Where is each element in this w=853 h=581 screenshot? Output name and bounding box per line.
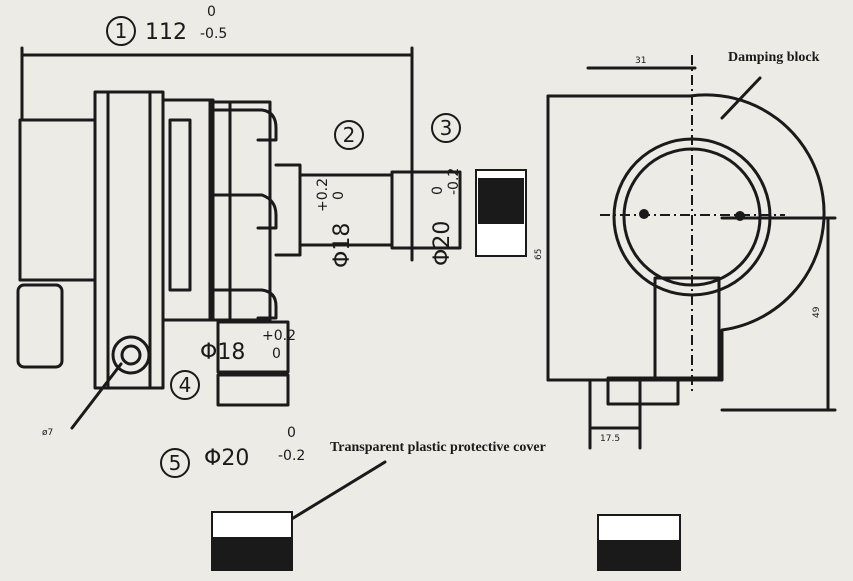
callout-3: 3 [431, 113, 461, 143]
damping-block-label: Damping block [728, 50, 820, 65]
bushing-tol-upper: +0.2 [262, 328, 296, 344]
middle-step [168, 118, 192, 292]
overall-tol-upper: 0 [207, 4, 216, 20]
mount-hole-leader [70, 362, 123, 430]
right-width-dim: 17.5 [600, 434, 621, 444]
mounting-flange [93, 90, 165, 390]
shaft-neck [274, 163, 302, 257]
shaft2-tol-upper: +0.2 [315, 178, 331, 212]
overall-length: 112 [145, 20, 187, 45]
center-dot-left [639, 209, 649, 219]
cover-tol-upper: 0 [287, 425, 296, 441]
right-housing [546, 93, 826, 382]
mount-hole [111, 335, 151, 375]
shaft3-dia: Φ20 [430, 220, 455, 266]
mount-hole-inner [120, 344, 142, 366]
right-top-dim: 31 [635, 56, 647, 66]
shaft-section-3 [390, 170, 462, 250]
right-side-dim: 49 [812, 306, 822, 318]
damping-leader [720, 76, 762, 120]
mount-hole-label: ø7 [42, 428, 54, 438]
cover-leader [288, 460, 387, 522]
cover-dia: Φ20 [204, 446, 250, 471]
gear-teeth-top [208, 108, 278, 142]
bushing-top [216, 320, 290, 374]
cover-sample-left-band [213, 537, 291, 569]
callout-2: 2 [334, 120, 364, 150]
cover-sample-right-band [599, 540, 679, 569]
callout-4: 4 [170, 370, 200, 400]
gear-teeth-mid [208, 193, 278, 230]
shaft2-dia: Φ18 [330, 222, 355, 268]
shaft2-tol-lower: 0 [331, 191, 347, 200]
cover-sample-top-band [478, 178, 524, 224]
base-pad [606, 376, 680, 406]
cover-label: Transparent plastic protective cover [330, 440, 546, 455]
bushing-body [216, 373, 290, 407]
callout-1: 1 [106, 16, 136, 46]
callout-5: 5 [160, 448, 190, 478]
shaft3-tol-upper: 0 [430, 186, 446, 195]
gear-teeth-bot [208, 288, 278, 320]
middle-body [161, 98, 215, 322]
center-dot-right [735, 211, 745, 221]
right-left-dim: 65 [534, 248, 544, 260]
shaft3-tol-lower: -0.2 [446, 167, 462, 195]
motor-body [18, 118, 97, 282]
damping-tab [653, 276, 721, 380]
bushing-tol-lower: 0 [272, 346, 281, 362]
overall-tol-lower: -0.5 [200, 26, 228, 42]
motor-connector [16, 283, 64, 369]
cover-tol-lower: -0.2 [278, 448, 306, 464]
bushing-dia: Φ18 [200, 340, 246, 365]
gear-block [208, 100, 272, 322]
